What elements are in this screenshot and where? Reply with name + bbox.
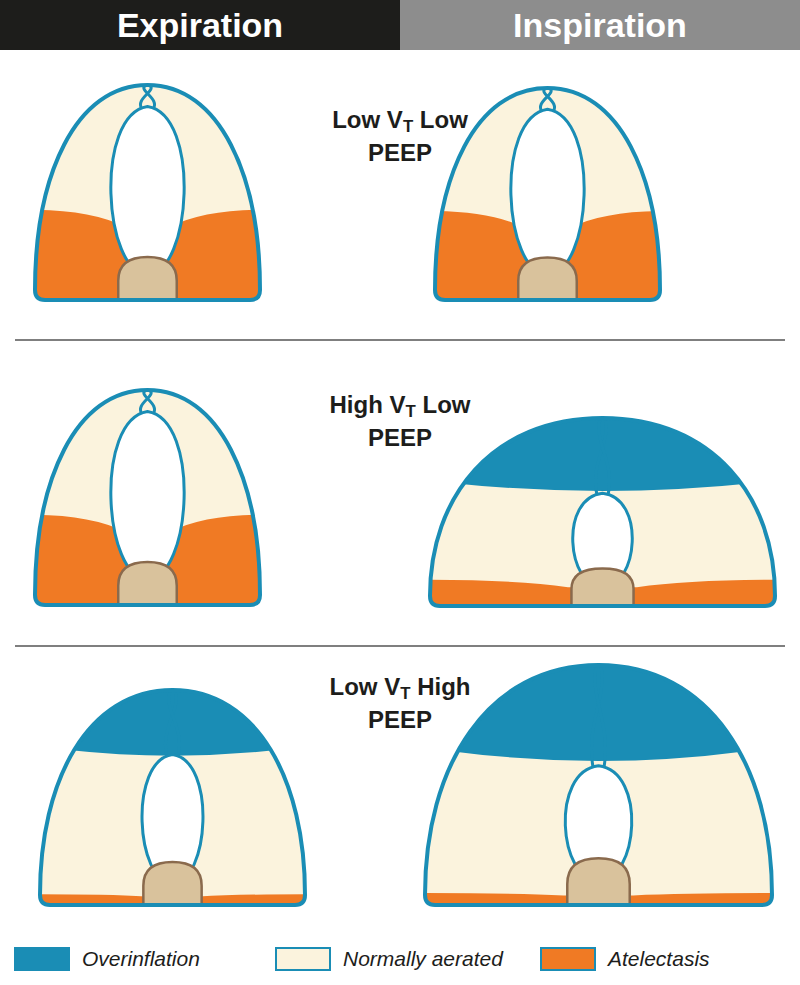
vertebra	[518, 258, 577, 300]
aerated-region	[30, 385, 265, 610]
legend-item: Normally aerated	[275, 945, 503, 973]
lung-fill	[35, 685, 310, 910]
mediastinum	[511, 109, 584, 274]
lung-outline	[430, 418, 775, 606]
legend-swatch	[14, 947, 70, 971]
lung-fill	[420, 660, 777, 910]
lung-outline	[40, 690, 305, 905]
lung-section	[30, 385, 265, 610]
lung-fill	[30, 80, 265, 305]
junction-line	[599, 418, 610, 497]
aerated-region	[30, 80, 265, 305]
legend-text: Overinflation	[82, 947, 200, 971]
legend-swatch	[540, 947, 596, 971]
junction-line	[595, 665, 606, 770]
legend-item: Atelectasis	[540, 945, 710, 973]
junction-line	[169, 690, 180, 759]
legend-item: Overinflation	[14, 945, 200, 973]
header-text: Inspiration	[513, 6, 687, 45]
header-band: Expiration	[0, 0, 400, 50]
mediastinum	[111, 412, 184, 580]
row-label: Low VT Low PEEP	[305, 105, 495, 167]
row-label: Low VT High PEEP	[305, 672, 495, 734]
lung-outline	[435, 88, 660, 300]
lung-section	[425, 413, 780, 611]
legend-text: Atelectasis	[608, 947, 710, 971]
lung-fill	[30, 385, 265, 610]
mediastinum	[111, 107, 184, 275]
legend-text: Normally aerated	[343, 947, 503, 971]
legend-swatch	[275, 947, 331, 971]
lung-outline	[35, 85, 260, 300]
header-band: Inspiration	[400, 0, 800, 50]
row-divider	[15, 339, 785, 341]
header-text: Expiration	[117, 6, 283, 45]
lung-sections	[30, 80, 780, 910]
lung-section	[35, 685, 310, 910]
aerated-region	[425, 413, 780, 611]
row-label: High VT Low PEEP	[305, 390, 495, 452]
vertebra	[567, 858, 629, 905]
vertebra	[118, 257, 177, 300]
lung-section	[30, 80, 265, 305]
vertebra	[118, 562, 177, 605]
vertebra	[571, 568, 633, 606]
vertebra	[143, 862, 201, 905]
lung-outline	[425, 665, 772, 905]
row-divider	[15, 645, 785, 647]
lung-fill	[425, 413, 780, 611]
lung-section	[420, 660, 777, 910]
aerated-region	[420, 660, 777, 910]
aerated-region	[35, 685, 310, 910]
lung-outline	[35, 390, 260, 605]
